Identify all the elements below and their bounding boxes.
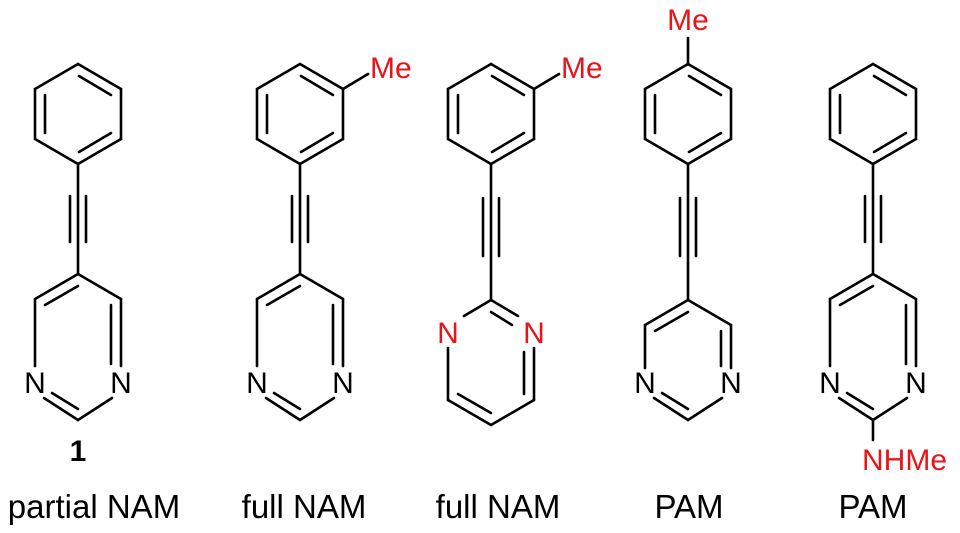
phenyl-ring bbox=[828, 62, 918, 166]
phenyl-ring bbox=[33, 62, 123, 166]
activity-label: full NAM bbox=[242, 488, 367, 525]
pyrimidine-nitrogen-left: N bbox=[819, 367, 841, 400]
tolyl-ring bbox=[643, 62, 733, 166]
pyrimidine-nitrogen-right: N bbox=[523, 317, 545, 350]
pyrimidine-nitrogen-right: N bbox=[110, 367, 132, 400]
activity-label: PAM bbox=[838, 488, 907, 525]
alkyne-linker bbox=[863, 162, 883, 276]
pyrimidine-nitrogen-right: N bbox=[905, 367, 927, 400]
alkyne-linker bbox=[678, 162, 698, 302]
tolyl-ring bbox=[446, 62, 561, 166]
compound-number: 1 bbox=[70, 435, 87, 468]
compound-1: N N 1 partial NAM bbox=[8, 62, 180, 525]
pyrimidine-nitrogen-left: N bbox=[246, 367, 268, 400]
compound-3: Me N N full NAM bbox=[436, 52, 603, 525]
pyrimidine-nitrogen-right: N bbox=[720, 367, 742, 400]
methyl-substituent: Me bbox=[561, 52, 603, 85]
methyl-substituent: Me bbox=[667, 4, 709, 37]
alkyne-linker bbox=[290, 162, 310, 276]
alkyne-linker bbox=[481, 162, 501, 302]
alkyne-linker bbox=[68, 162, 88, 276]
activity-label: full NAM bbox=[436, 488, 561, 525]
pyrimidine-ring bbox=[643, 298, 733, 422]
compound-2: Me N N full NAM bbox=[242, 52, 412, 525]
methylamino-substituent: NHMe bbox=[862, 444, 947, 477]
methyl-substituent: Me bbox=[370, 52, 412, 85]
pyrimidine-ring bbox=[255, 272, 345, 422]
pyrimidine-nitrogen-left: N bbox=[634, 367, 656, 400]
pyrimidine-nitrogen-right: N bbox=[332, 367, 354, 400]
pyrimidine-ring bbox=[33, 272, 123, 422]
compound-5: N N NHMe PAM bbox=[819, 62, 947, 525]
compound-4: Me N N PAM bbox=[634, 4, 742, 525]
pyrimidine-ring bbox=[446, 298, 536, 427]
activity-label: partial NAM bbox=[8, 488, 180, 525]
activity-label: PAM bbox=[654, 488, 723, 525]
tolyl-ring bbox=[255, 62, 370, 166]
pyrimidine-nitrogen-left: N bbox=[24, 367, 46, 400]
pyrimidine-ring bbox=[828, 272, 918, 442]
pyrimidine-nitrogen-left: N bbox=[437, 317, 459, 350]
